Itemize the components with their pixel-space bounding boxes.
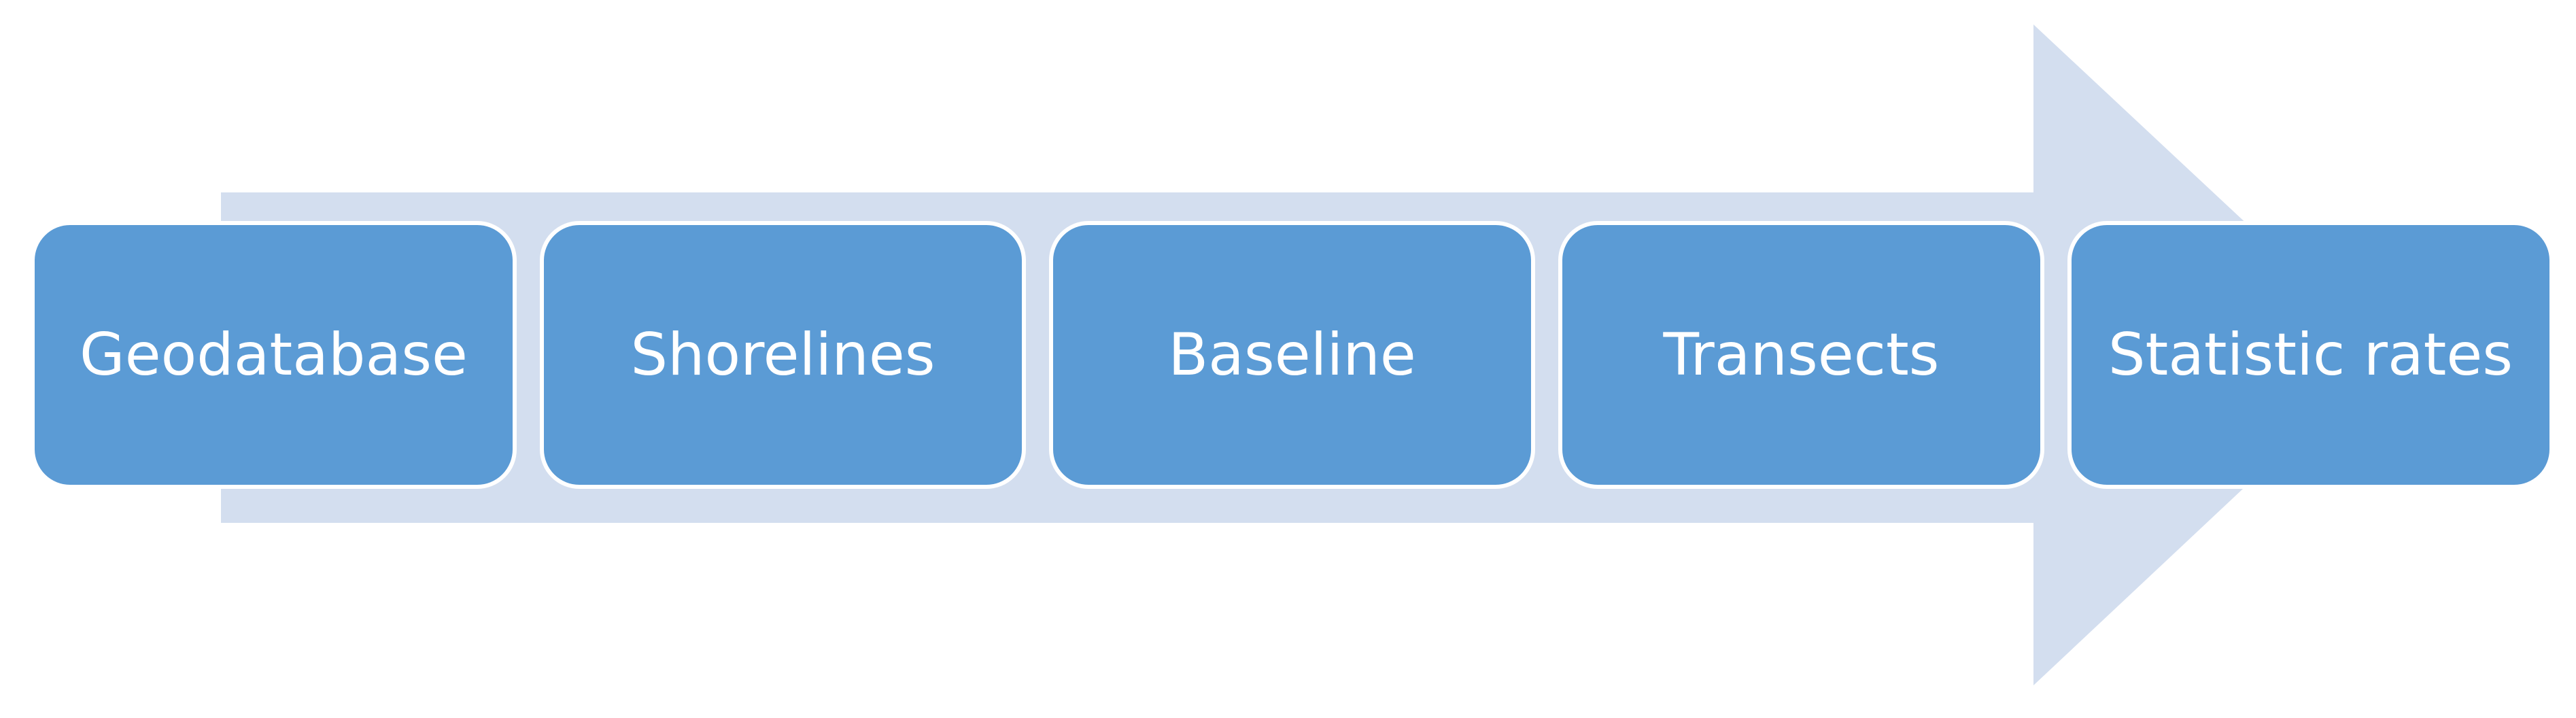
step-label: Transects [1663, 321, 1940, 389]
step-baseline: Baseline [1049, 221, 1535, 489]
step-label: Geodatabase [80, 321, 468, 389]
step-label: Statistic rates [2108, 321, 2513, 389]
step-label: Baseline [1168, 321, 1416, 389]
step-geodatabase: Geodatabase [31, 221, 517, 489]
step-shorelines: Shorelines [540, 221, 1026, 489]
step-label: Shorelines [630, 321, 935, 389]
step-transects: Transects [1558, 221, 2044, 489]
step-statistic-rates: Statistic rates [2067, 221, 2554, 489]
